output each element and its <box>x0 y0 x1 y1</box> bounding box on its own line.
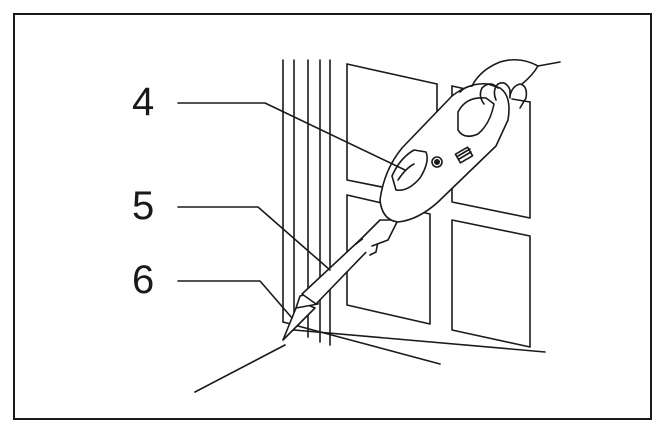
door-frame <box>282 59 546 365</box>
callout-label-5: 5 <box>132 184 155 228</box>
callout-leaders <box>177 102 406 319</box>
callout-label-6: 6 <box>132 258 155 302</box>
leader-4 <box>177 102 406 171</box>
leader-6 <box>177 280 293 319</box>
leader-5 <box>177 206 331 271</box>
vacuum-body <box>379 82 510 223</box>
floor-line <box>194 344 286 393</box>
callout-label-4: 4 <box>132 80 155 124</box>
extension-tube <box>301 219 399 305</box>
hand <box>459 58 561 109</box>
